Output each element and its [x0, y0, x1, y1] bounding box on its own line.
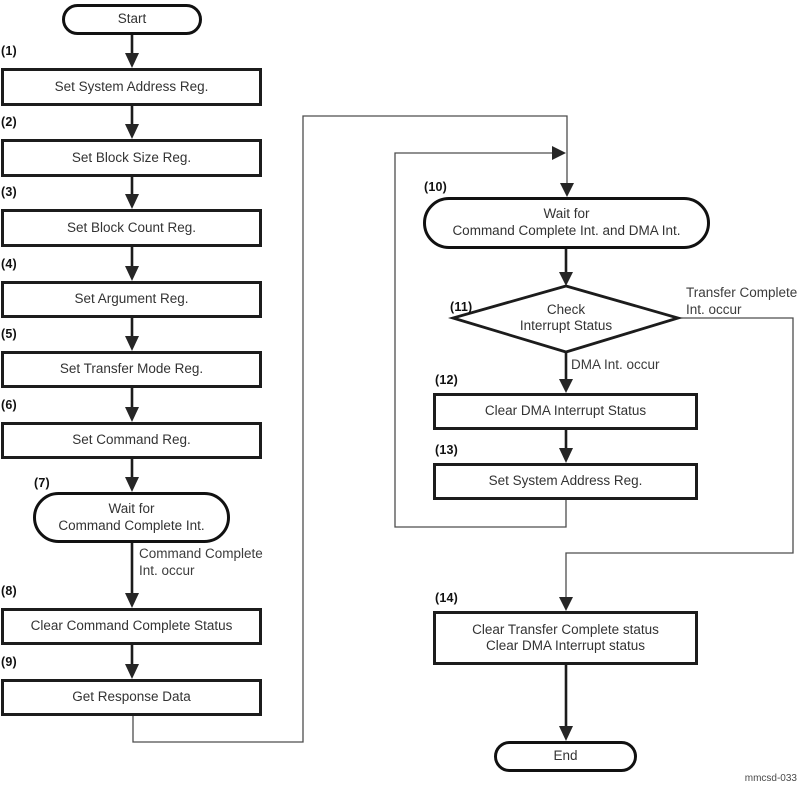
- step-3-label: Set Block Count Reg.: [66, 219, 197, 235]
- step-number-6: (6): [1, 398, 17, 412]
- step-number-7: (7): [34, 476, 50, 490]
- flow-step-clear-command-complete-status: Clear Command Complete Status: [1, 608, 262, 645]
- flow-node-start: Start: [62, 4, 202, 35]
- step-2-label: Set Block Size Reg.: [71, 149, 192, 165]
- step-number-1: (1): [1, 44, 17, 58]
- step-number-13: (13): [435, 443, 459, 457]
- flow-step-set-system-address-reg: Set System Address Reg.: [1, 68, 262, 106]
- step-12-label: Clear DMA Interrupt Status: [484, 403, 647, 419]
- flow-step-set-block-count-reg: Set Block Count Reg.: [1, 209, 262, 247]
- step-number-12: (12): [435, 373, 459, 387]
- step-number-8: (8): [1, 584, 17, 598]
- step-4-label: Set Argument Reg.: [74, 291, 189, 307]
- flow-step-set-command-reg: Set Command Reg.: [1, 422, 262, 459]
- step-8-label: Clear Command Complete Status: [30, 618, 233, 634]
- edge-command-complete-line2: Int. occur: [139, 562, 195, 578]
- step-number-9: (9): [1, 655, 17, 669]
- step-6-label: Set Command Reg.: [72, 432, 191, 448]
- step-10-line1: Wait for: [543, 206, 590, 222]
- step-number-3: (3): [1, 185, 17, 199]
- step-11-line2: Interrupt Status: [519, 318, 613, 333]
- step-number-5: (5): [1, 327, 17, 341]
- step-11-line1: Check: [546, 302, 586, 317]
- flow-step-clear-dma-interrupt-status: Clear DMA Interrupt Status: [433, 393, 698, 430]
- flow-step-set-system-address-reg-2: Set System Address Reg.: [433, 463, 698, 500]
- edge-label-dma-int-occur: DMA Int. occur: [571, 357, 660, 372]
- flow-node-wait-command-complete: Wait for Command Complete Int.: [33, 492, 230, 543]
- edge-command-complete-line1: Command Complete: [139, 546, 263, 561]
- step-1-label: Set System Address Reg.: [54, 78, 209, 94]
- step-5-label: Set Transfer Mode Reg.: [59, 361, 204, 377]
- step-7-line2: Command Complete Int.: [58, 517, 205, 533]
- edge-label-transfer-complete-occur: Transfer Complete Int. occur: [686, 285, 797, 318]
- step-number-14: (14): [435, 591, 459, 605]
- flow-step-get-response-data: Get Response Data: [1, 679, 262, 716]
- flow-step-set-transfer-mode-reg: Set Transfer Mode Reg.: [1, 351, 262, 388]
- step-number-4: (4): [1, 257, 17, 271]
- flow-node-wait-command-complete-and-dma: Wait for Command Complete Int. and DMA I…: [423, 197, 710, 249]
- step-7-line1: Wait for: [108, 500, 155, 516]
- arrowhead-loopback-join: [552, 146, 566, 160]
- flow-step-clear-transfer-complete-dma: Clear Transfer Complete status Clear DMA…: [433, 611, 698, 665]
- step-14-line2: Clear DMA Interrupt status: [485, 638, 646, 653]
- arrowhead-into-clear14: [559, 597, 573, 611]
- edge-label-command-complete-occur: Command Complete Int. occur: [139, 546, 263, 579]
- step-number-11: (11): [450, 300, 473, 314]
- decision-text-check-interrupt-status: Check Interrupt Status: [466, 302, 666, 334]
- edge-transfer-complete-line2: Int. occur: [686, 301, 742, 317]
- step-number-2: (2): [1, 115, 17, 129]
- step-number-10: (10): [424, 180, 448, 194]
- start-label: Start: [117, 11, 147, 27]
- end-label: End: [553, 748, 578, 764]
- flow-step-set-argument-reg: Set Argument Reg.: [1, 281, 262, 318]
- step-10-line2: Command Complete Int. and DMA Int.: [452, 223, 681, 238]
- flow-node-end: End: [494, 741, 637, 772]
- edge-transfer-complete-line1: Transfer Complete: [686, 285, 798, 300]
- step-13-label: Set System Address Reg.: [488, 473, 643, 489]
- step-9-label: Get Response Data: [72, 689, 191, 705]
- step-14-line1: Clear Transfer Complete status: [472, 621, 659, 637]
- figure-watermark: mmcsd-033: [744, 773, 797, 784]
- arrowhead-into-wait10: [560, 183, 574, 197]
- flow-step-set-block-size-reg: Set Block Size Reg.: [1, 139, 262, 177]
